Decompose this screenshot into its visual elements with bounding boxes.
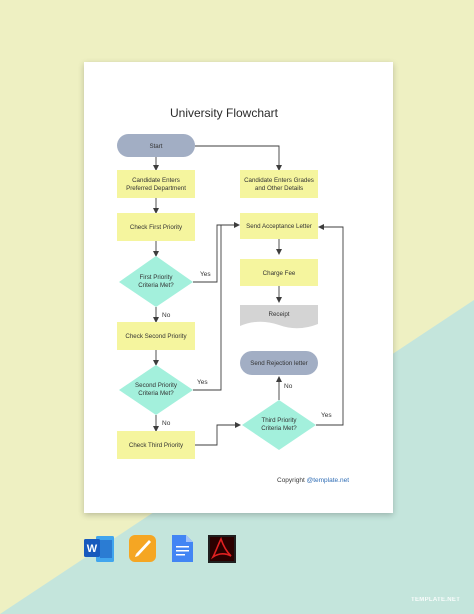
node-check-second-priority-label: Check Second Priority	[125, 333, 187, 340]
edge-start-to-grades	[195, 145, 282, 171]
terminal-shape	[240, 351, 318, 375]
edge-label-first-yes: Yes	[200, 271, 211, 278]
node-check-first-priority-label: Check First Priority	[130, 224, 183, 231]
process-shape	[117, 431, 195, 459]
edge-third-yes	[316, 224, 344, 426]
node-send-rejection-letter-label: Send Rejection letter	[250, 360, 307, 367]
edge-third-check-to-criteria	[193, 422, 241, 446]
decision-shape	[242, 400, 316, 450]
pages-icon[interactable]	[129, 535, 156, 562]
node-candidate-grades-label-line2: and Other Details	[255, 185, 303, 192]
decision-shape	[119, 365, 193, 415]
node-charge-fee: Charge Fee	[240, 259, 318, 286]
process-shape	[117, 170, 195, 198]
pdf-icon[interactable]	[208, 535, 236, 563]
node-second-priority-criteria: Second Priority Criteria Met?	[119, 365, 193, 415]
edge-label-third-no: No	[284, 383, 293, 390]
node-candidate-department: Candidate Enters Preferred Department	[117, 170, 195, 198]
node-check-third-priority-label: Check Third Priority	[129, 442, 184, 449]
flowchart-connectors	[153, 145, 344, 446]
word-icon[interactable]: W	[84, 536, 114, 562]
edge-label-first-no: No	[162, 312, 171, 319]
node-send-acceptance-letter: Send Acceptance Letter	[240, 213, 318, 239]
node-third-priority-criteria-line1: Third Priority	[261, 417, 297, 424]
node-third-priority-criteria-line2: Criteria Met?	[261, 425, 297, 432]
node-receipt: Receipt	[240, 305, 318, 329]
decision-shape	[119, 256, 193, 307]
node-check-second-priority: Check Second Priority	[117, 322, 195, 350]
edge-label-second-no: No	[162, 420, 171, 427]
node-candidate-department-label-line1: Candidate Enters	[132, 177, 180, 184]
edge-first-yes	[193, 222, 240, 283]
process-shape	[117, 213, 195, 241]
node-send-rejection-letter: Send Rejection letter	[240, 351, 318, 375]
terminal-shape	[117, 134, 195, 157]
node-charge-fee-label: Charge Fee	[263, 270, 296, 277]
watermark: TEMPLATE.NET	[411, 597, 461, 603]
process-shape	[240, 213, 318, 239]
node-candidate-grades-label-line1: Candidate Enters Grades	[244, 177, 314, 184]
node-receipt-label: Receipt	[269, 311, 290, 318]
node-check-first-priority: Check First Priority	[117, 213, 195, 241]
svg-text:W: W	[87, 543, 98, 555]
node-start-label: Start	[149, 143, 162, 150]
node-second-priority-criteria-line2: Criteria Met?	[138, 390, 174, 397]
document-shape	[240, 305, 318, 329]
copyright-notice: Copyright @template.net	[277, 477, 349, 484]
node-first-priority-criteria-line2: Criteria Met?	[138, 282, 174, 289]
google-docs-icon[interactable]	[172, 535, 193, 562]
node-first-priority-criteria: First Priority Criteria Met?	[119, 256, 193, 307]
edge-label-third-yes: Yes	[321, 412, 332, 419]
process-shape	[240, 170, 318, 198]
node-send-acceptance-letter-label: Send Acceptance Letter	[246, 223, 312, 230]
process-shape	[117, 322, 195, 350]
node-check-third-priority: Check Third Priority	[117, 431, 195, 459]
node-second-priority-criteria-line1: Second Priority	[135, 382, 178, 389]
node-start: Start	[117, 134, 195, 157]
edge-second-yes	[193, 225, 222, 391]
edge-label-second-yes: Yes	[197, 379, 208, 386]
node-candidate-department-label-line2: Preferred Department	[126, 185, 186, 192]
copyright-link[interactable]: @template.net	[306, 477, 349, 484]
node-first-priority-criteria-line1: First Priority	[140, 274, 174, 281]
copyright-prefix: Copyright	[277, 477, 307, 484]
flowchart-page: University Flowchart Start Candidate E	[84, 62, 393, 513]
node-candidate-grades: Candidate Enters Grades and Other Detail…	[240, 170, 318, 198]
flowchart-diagram: University Flowchart Start Candidate E	[117, 106, 344, 459]
process-shape	[240, 259, 318, 286]
page-title: University Flowchart	[170, 106, 279, 120]
node-third-priority-criteria: Third Priority Criteria Met?	[242, 400, 316, 450]
